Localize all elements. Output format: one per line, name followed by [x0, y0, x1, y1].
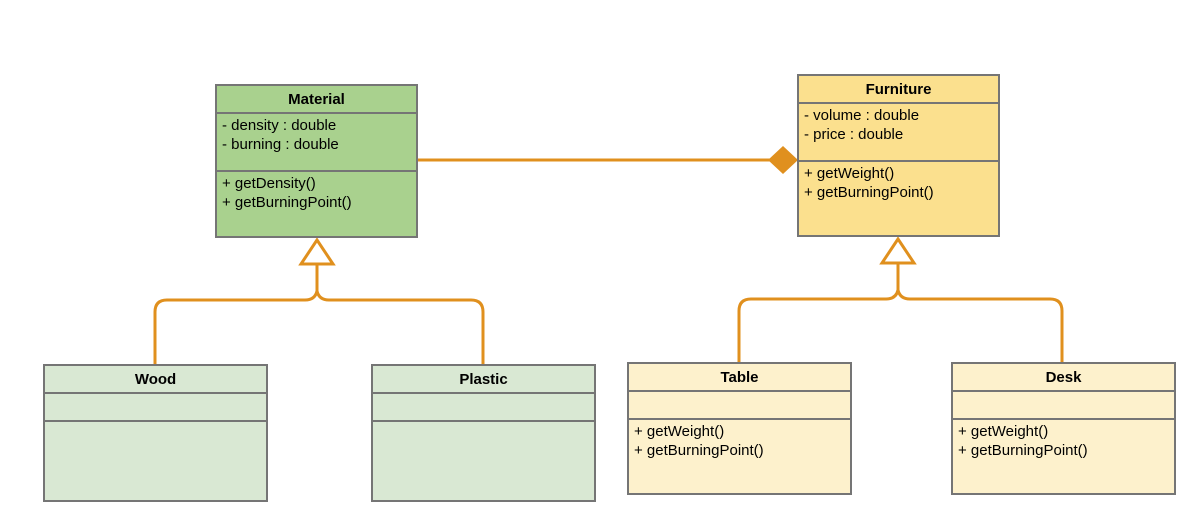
- attributes-compartment: [45, 392, 266, 420]
- methods-compartment: [373, 420, 594, 500]
- class-box-material[interactable]: Material - density : double - burning : …: [215, 84, 418, 238]
- inheritance-triangle-icon: [879, 236, 917, 265]
- method-row: + getWeight(): [804, 165, 895, 182]
- method-row: + getBurningPoint(): [958, 442, 1088, 459]
- methods-compartment: + getWeight() + getBurningPoint(): [629, 418, 850, 493]
- methods-compartment: [45, 420, 266, 500]
- attributes-compartment: - volume : double - price : double: [799, 102, 998, 160]
- method-row: + getDensity(): [222, 175, 316, 192]
- attributes-compartment: - density : double - burning : double: [217, 112, 416, 170]
- attributes-compartment: [953, 390, 1174, 418]
- method-row: + getWeight(): [958, 423, 1049, 440]
- method-row: + getBurningPoint(): [222, 194, 352, 211]
- attributes-compartment: [629, 390, 850, 418]
- composition-edge-material-furniture[interactable]: [417, 146, 798, 174]
- attribute-row: - volume : double: [804, 107, 920, 124]
- class-box-table[interactable]: Table + getWeight() + getBurningPoint(): [627, 362, 852, 495]
- attributes-compartment: [373, 392, 594, 420]
- composition-diamond-icon: [768, 146, 798, 174]
- class-title: Desk: [1045, 368, 1082, 386]
- class-box-plastic[interactable]: Plastic: [371, 364, 596, 502]
- inheritance-edge-wood[interactable]: [153, 289, 319, 366]
- inheritance-edges-furniture[interactable]: [737, 236, 1064, 364]
- class-title: Wood: [134, 370, 177, 388]
- class-title: Material: [288, 90, 345, 108]
- attribute-row: - burning : double: [222, 136, 339, 153]
- class-box-desk[interactable]: Desk + getWeight() + getBurningPoint(): [951, 362, 1176, 495]
- methods-compartment: + getWeight() + getBurningPoint(): [799, 160, 998, 235]
- class-box-furniture[interactable]: Furniture - volume : double - price : do…: [797, 74, 1000, 237]
- method-row: + getBurningPoint(): [804, 184, 934, 201]
- inheritance-edge-plastic[interactable]: [315, 289, 485, 366]
- method-row: + getBurningPoint(): [634, 442, 764, 459]
- methods-compartment: + getWeight() + getBurningPoint(): [953, 418, 1174, 493]
- attribute-row: - density : double: [222, 117, 337, 134]
- inheritance-edge-desk[interactable]: [896, 288, 1064, 364]
- method-row: + getWeight(): [634, 423, 725, 440]
- class-title: Plastic: [459, 370, 508, 388]
- attribute-row: - price : double: [804, 126, 904, 143]
- inheritance-edge-table[interactable]: [737, 288, 900, 364]
- class-title: Furniture: [865, 80, 932, 98]
- inheritance-edges-material[interactable]: [153, 237, 485, 366]
- class-box-wood[interactable]: Wood: [43, 364, 268, 502]
- methods-compartment: + getDensity() + getBurningPoint(): [217, 170, 416, 236]
- class-title: Table: [720, 368, 759, 386]
- inheritance-triangle-icon: [298, 237, 336, 266]
